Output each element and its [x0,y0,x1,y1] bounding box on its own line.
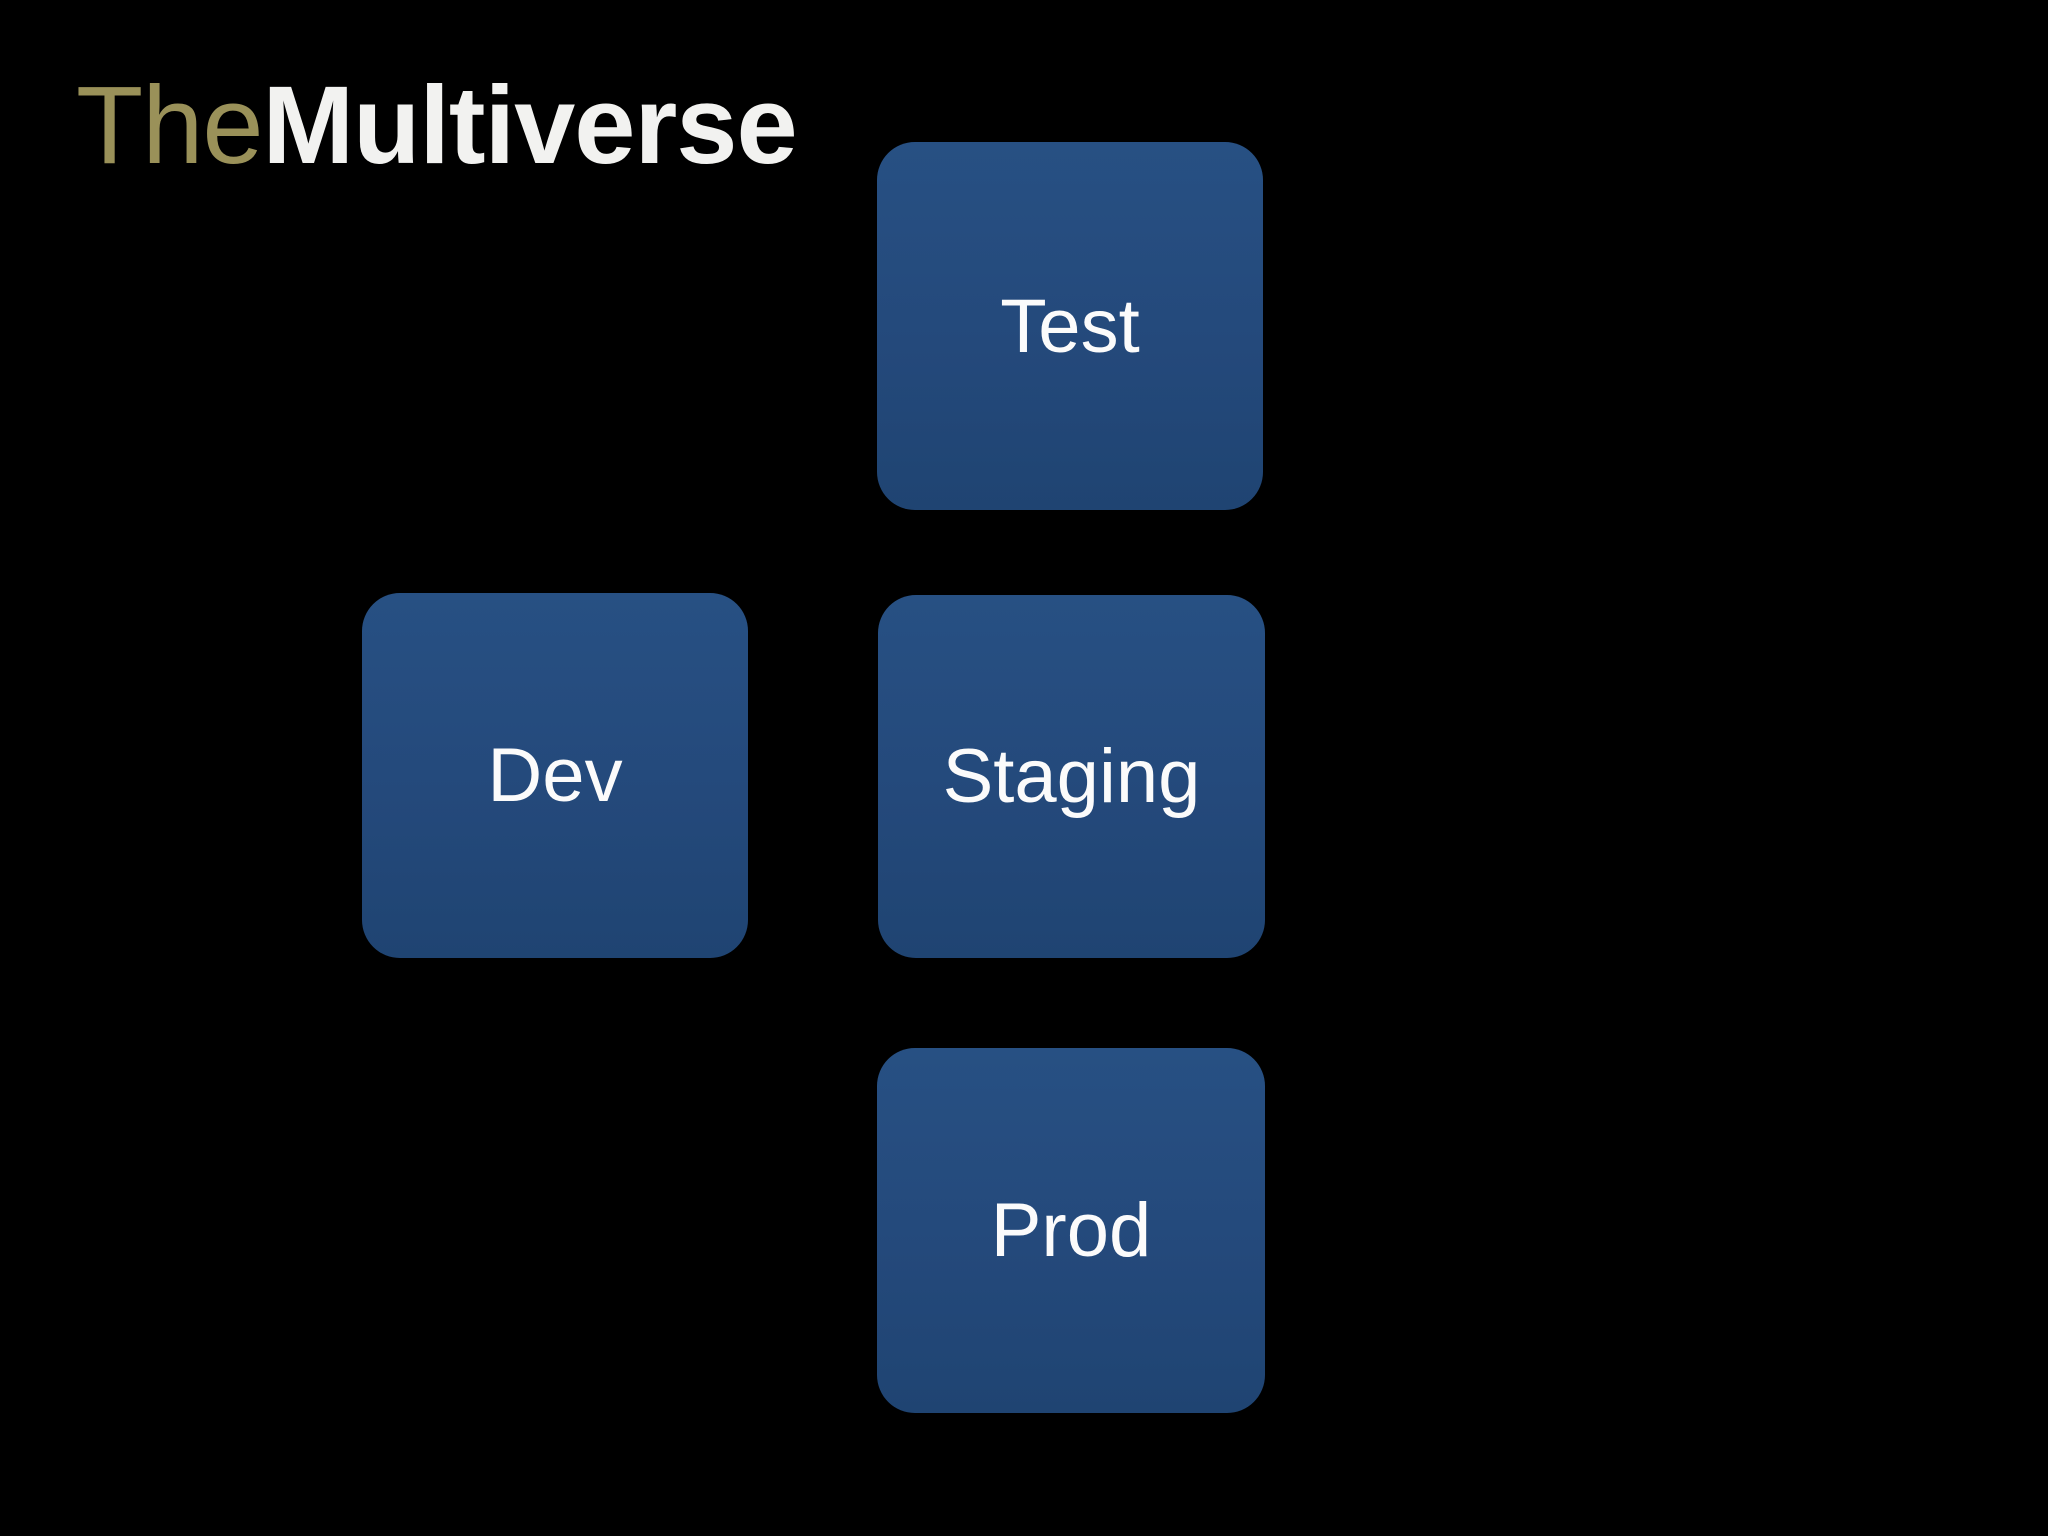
node-prod: Prod [877,1048,1265,1413]
node-staging-label: Staging [942,734,1201,819]
node-dev-label: Dev [487,733,623,818]
slide-title-emphasis: Multiverse [262,64,798,187]
node-prod-label: Prod [990,1188,1152,1273]
node-test: Test [877,142,1263,510]
slide-title-prefix: The [76,64,264,187]
node-test-label: Test [1000,283,1140,369]
slide-title: TheMultiverse [76,68,798,184]
node-staging: Staging [878,595,1265,958]
node-dev: Dev [362,593,748,958]
